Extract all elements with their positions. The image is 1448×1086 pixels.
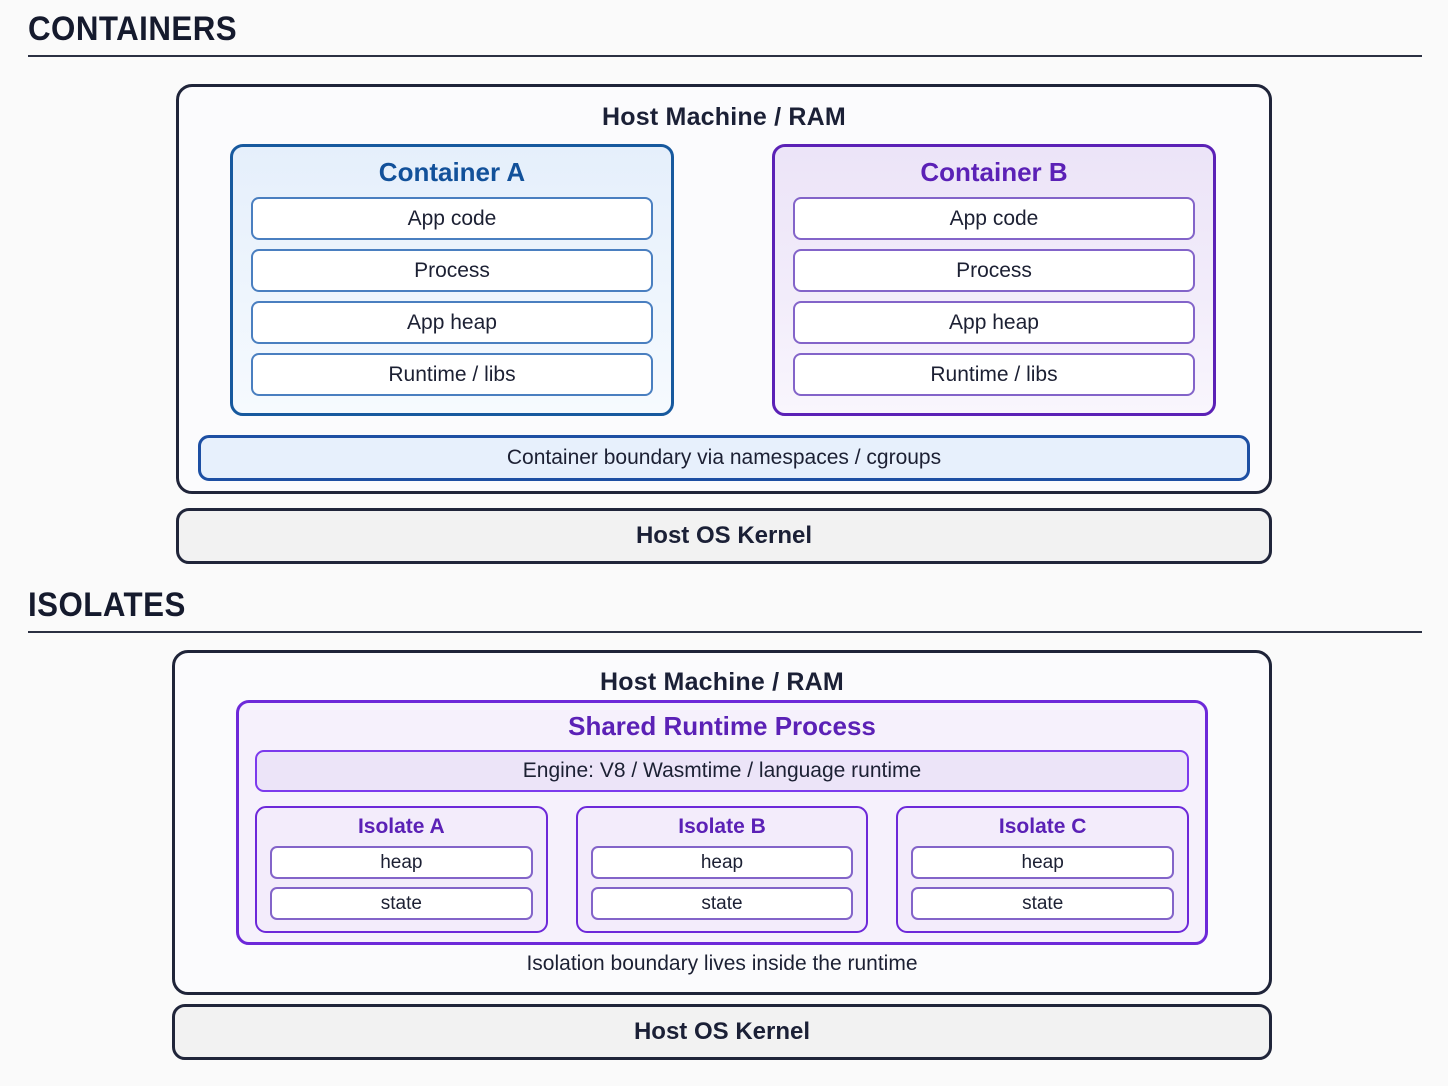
isolate-c-title: Isolate C xyxy=(998,815,1087,838)
isolates-section-header: ISOLATES xyxy=(28,588,1422,633)
isolate-c-row-state: state xyxy=(911,887,1175,920)
container-a-row-runtime-libs: Runtime / libs xyxy=(251,353,653,396)
container-a-row-app-code: App code xyxy=(251,197,653,240)
host-os-kernel-label-2: Host OS Kernel xyxy=(633,1018,811,1045)
isolate-a-title: Isolate A xyxy=(357,815,445,838)
isolate-card-b[interactable]: Isolate B heap state xyxy=(575,806,869,933)
shared-runtime-process-panel[interactable]: Shared Runtime Process Engine: V8 / Wasm… xyxy=(236,700,1208,945)
isolate-card-a[interactable]: Isolate A heap state xyxy=(255,806,548,933)
host-machine-title: Host Machine / RAM xyxy=(602,103,846,131)
shared-runtime-title: Shared Runtime Process xyxy=(568,711,876,741)
isolate-b-row-state: state xyxy=(590,887,854,920)
isolation-boundary-caption: Isolation boundary lives inside the runt… xyxy=(526,952,918,975)
section-divider xyxy=(28,55,1422,57)
container-card-b[interactable]: Container B App code Process App heap Ru… xyxy=(772,144,1216,416)
container-b-title: Container B xyxy=(920,157,1068,187)
isolate-card-c[interactable]: Isolate C heap state xyxy=(896,806,1190,933)
engine-bar: Engine: V8 / Wasmtime / language runtime xyxy=(255,750,1189,792)
host-machine-title-2: Host Machine / RAM xyxy=(600,668,844,696)
container-boundary-strip: Container boundary via namespaces / cgro… xyxy=(198,435,1250,481)
container-a-row-process: Process xyxy=(251,249,653,292)
container-b-row-app-code: App code xyxy=(793,197,1195,240)
host-os-kernel-bar-isolates: Host OS Kernel xyxy=(172,1004,1272,1060)
isolate-c-row-heap: heap xyxy=(911,846,1175,879)
containers-section-header: CONTAINERS xyxy=(28,12,1422,57)
isolate-b-row-heap: heap xyxy=(590,846,854,879)
container-b-row-app-heap: App heap xyxy=(793,301,1195,344)
isolate-b-title: Isolate B xyxy=(678,815,766,838)
host-os-kernel-label: Host OS Kernel xyxy=(635,522,813,549)
container-b-row-process: Process xyxy=(793,249,1195,292)
container-b-row-runtime-libs: Runtime / libs xyxy=(793,353,1195,396)
section-title-isolates: ISOLATES xyxy=(28,586,186,624)
section-divider-2 xyxy=(28,631,1422,633)
section-title-containers: CONTAINERS xyxy=(28,10,238,48)
container-a-title: Container A xyxy=(378,157,526,187)
container-card-a[interactable]: Container A App code Process App heap Ru… xyxy=(230,144,674,416)
isolates-row: Isolate A heap state Isolate B heap stat… xyxy=(255,806,1190,933)
host-os-kernel-bar-containers: Host OS Kernel xyxy=(176,508,1272,564)
isolate-a-row-state: state xyxy=(270,887,533,920)
container-a-row-app-heap: App heap xyxy=(251,301,653,344)
isolate-a-row-heap: heap xyxy=(270,846,533,879)
